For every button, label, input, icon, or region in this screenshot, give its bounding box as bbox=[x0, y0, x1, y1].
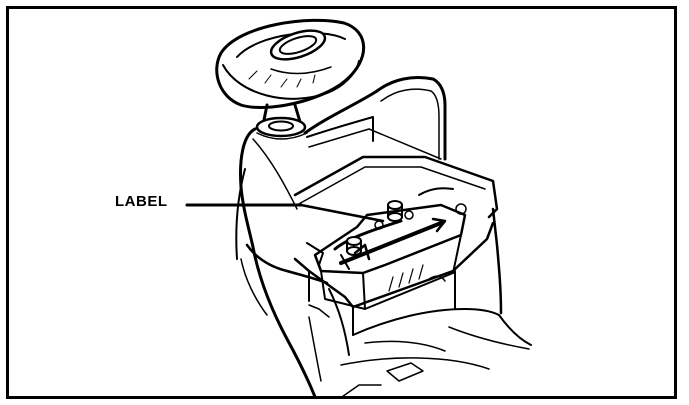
seat-body bbox=[235, 89, 379, 396]
label-leader-line bbox=[185, 203, 385, 223]
machine-battery-illustration bbox=[185, 18, 532, 396]
battery-terminal bbox=[387, 200, 403, 222]
battery-compartment bbox=[293, 76, 532, 356]
steering-wheel bbox=[215, 18, 366, 140]
battery-label-callout: LABEL bbox=[115, 193, 168, 210]
figure-frame: LABEL bbox=[6, 6, 677, 399]
battery-terminal bbox=[346, 236, 362, 256]
battery bbox=[306, 187, 467, 310]
floor-area bbox=[308, 316, 490, 396]
